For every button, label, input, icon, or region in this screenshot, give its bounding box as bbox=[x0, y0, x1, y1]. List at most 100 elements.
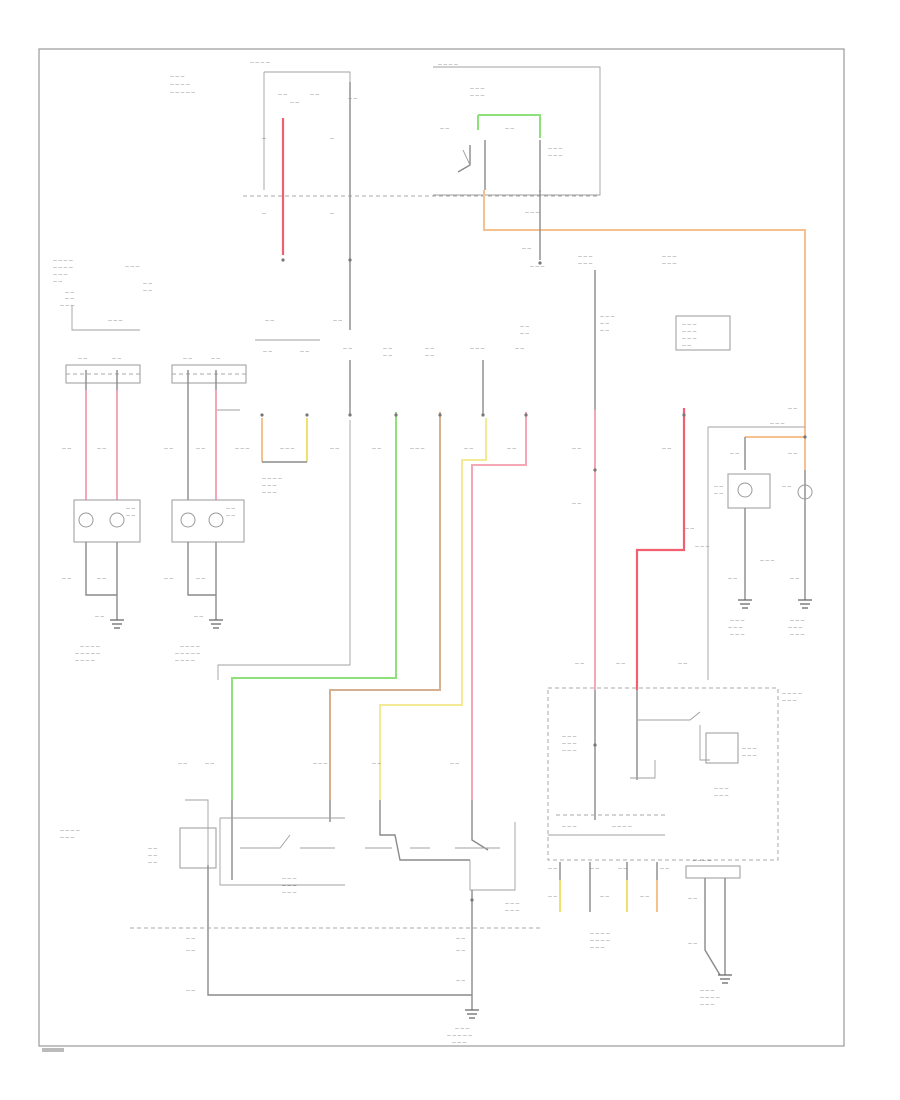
svg-text:— —: — — bbox=[788, 451, 797, 456]
svg-text:— —: — — bbox=[730, 451, 739, 456]
svg-text:— — —: — — — bbox=[452, 1040, 467, 1045]
svg-text:— —: — — bbox=[548, 894, 557, 899]
svg-text:— —: — — bbox=[62, 446, 71, 451]
svg-text:— —: — — bbox=[682, 343, 691, 348]
svg-text:— —: — — bbox=[148, 853, 157, 858]
svg-text:— —: — — bbox=[196, 576, 205, 581]
svg-text:— — —: — — — bbox=[578, 254, 593, 259]
svg-text:— — —: — — — bbox=[730, 632, 745, 637]
lamp-group-left: — — — — — — — — — — — — — — — — — — — — … bbox=[53, 258, 152, 663]
svg-text:— — — —: — — — — bbox=[53, 258, 73, 263]
svg-text:— — —: — — — bbox=[170, 74, 185, 79]
svg-text:— —: — — bbox=[590, 866, 599, 871]
svg-text:— — —: — — — bbox=[60, 835, 75, 840]
fuse-box-top-left: — — — — — — — — — — — — — — — — — — — — … bbox=[170, 60, 357, 216]
diagram-frame bbox=[38, 48, 845, 1047]
svg-text:—: — bbox=[330, 211, 334, 216]
svg-text:— —: — — bbox=[790, 576, 799, 581]
svg-text:— — —: — — — bbox=[662, 254, 677, 259]
svg-text:— — — —: — — — — bbox=[612, 824, 632, 829]
svg-text:— — —: — — — bbox=[505, 908, 520, 913]
svg-text:— —: — — bbox=[372, 761, 381, 766]
svg-text:— —: — — bbox=[265, 318, 274, 323]
lamp-group-left-2: — — — — — — — — — — — — — — — — — — — — … bbox=[164, 356, 247, 663]
svg-text:— —: — — bbox=[678, 661, 687, 666]
svg-text:— —: — — bbox=[507, 446, 516, 451]
svg-text:— —: — — bbox=[310, 92, 319, 97]
svg-text:— — —: — — — bbox=[788, 625, 803, 630]
svg-text:— — — — —: — — — — — bbox=[75, 651, 100, 656]
svg-text:— — —: — — — bbox=[562, 748, 577, 753]
svg-text:— — —: — — — bbox=[714, 793, 729, 798]
wire-pink-center bbox=[471, 412, 527, 800]
svg-text:— — — —: — — — — bbox=[692, 858, 712, 863]
svg-text:— —: — — bbox=[662, 446, 671, 451]
svg-text:— —: — — bbox=[164, 446, 173, 451]
svg-text:— —: — — bbox=[456, 978, 465, 983]
svg-text:— —: — — bbox=[688, 941, 697, 946]
svg-text:— —: — — bbox=[383, 346, 392, 351]
svg-text:— —: — — bbox=[143, 281, 152, 286]
svg-text:— —: — — bbox=[112, 356, 121, 361]
svg-text:— —: — — bbox=[205, 761, 214, 766]
svg-text:— —: — — bbox=[183, 356, 192, 361]
svg-text:— —: — — bbox=[95, 614, 104, 619]
svg-text:— —: — — bbox=[226, 506, 235, 511]
svg-text:— — —: — — — bbox=[742, 753, 757, 758]
svg-text:— — —: — — — bbox=[695, 544, 710, 549]
svg-text:— — —: — — — bbox=[470, 86, 485, 91]
svg-text:— —: — — bbox=[456, 948, 465, 953]
svg-text:— —: — — bbox=[143, 288, 152, 293]
svg-text:— — —: — — — bbox=[742, 746, 757, 751]
svg-text:— — —: — — — bbox=[548, 153, 563, 158]
wire-green bbox=[231, 412, 397, 800]
svg-text:— —: — — bbox=[548, 866, 557, 871]
instrument-cluster: — — — — — — — — — — — — — — — — — — — — … bbox=[547, 687, 802, 861]
svg-text:— —: — — bbox=[211, 356, 220, 361]
svg-text:— — — —: — — — — bbox=[250, 60, 270, 65]
svg-text:— — —: — — — bbox=[770, 421, 785, 426]
svg-text:— — —: — — — bbox=[730, 618, 745, 623]
svg-text:— —: — — bbox=[126, 513, 135, 518]
svg-text:— — — —: — — — — bbox=[590, 938, 610, 943]
svg-text:— —: — — bbox=[600, 328, 609, 333]
svg-text:— —: — — bbox=[456, 936, 465, 941]
svg-text:— —: — — bbox=[714, 491, 723, 496]
fuse-box-top-right: — — — — — — — — — — — — — — — — — — — — bbox=[433, 62, 601, 196]
svg-text:— — —: — — — bbox=[700, 1002, 715, 1007]
svg-text:— —: — — bbox=[425, 353, 434, 358]
svg-text:— —: — — bbox=[714, 484, 723, 489]
svg-text:— —: — — bbox=[600, 894, 609, 899]
svg-text:— — —: — — — bbox=[235, 446, 250, 451]
svg-text:— — —: — — — bbox=[700, 988, 715, 993]
svg-text:— — — —: — — — — bbox=[170, 82, 190, 87]
svg-text:— —: — — bbox=[522, 246, 531, 251]
svg-text:— —: — — bbox=[97, 446, 106, 451]
svg-text:— — —: — — — bbox=[600, 314, 615, 319]
svg-text:— — —: — — — bbox=[790, 632, 805, 637]
lamp-group-right: — — — — — — — — — — — — — — — — — — — — … bbox=[678, 406, 813, 680]
svg-text:— —: — — bbox=[640, 894, 649, 899]
svg-text:— — —: — — — bbox=[562, 741, 577, 746]
svg-text:— — —: — — — bbox=[760, 558, 775, 563]
svg-text:— —: — — bbox=[148, 860, 157, 865]
svg-text:— — —: — — — bbox=[282, 883, 297, 888]
svg-text:— — — —: — — — — bbox=[438, 62, 458, 67]
svg-text:— — — —: — — — — bbox=[80, 644, 100, 649]
wire-yellow bbox=[379, 418, 487, 800]
wire-tan bbox=[329, 412, 441, 800]
svg-text:— —: — — bbox=[728, 576, 737, 581]
svg-text:— —: — — bbox=[333, 318, 342, 323]
svg-text:— — —: — — — bbox=[313, 761, 328, 766]
svg-text:— —: — — bbox=[65, 290, 74, 295]
svg-text:— —: — — bbox=[278, 92, 287, 97]
svg-text:— — —: — — — bbox=[728, 625, 743, 630]
svg-text:— —: — — bbox=[616, 661, 625, 666]
svg-text:— — — —: — — — — bbox=[175, 658, 195, 663]
svg-text:— — — —: — — — — bbox=[75, 658, 95, 663]
svg-text:— —: — — bbox=[343, 346, 352, 351]
svg-text:— — —: — — — bbox=[410, 446, 425, 451]
svg-text:— —: — — bbox=[450, 761, 459, 766]
svg-text:— — —: — — — bbox=[262, 490, 277, 495]
svg-text:— —: — — bbox=[464, 446, 473, 451]
